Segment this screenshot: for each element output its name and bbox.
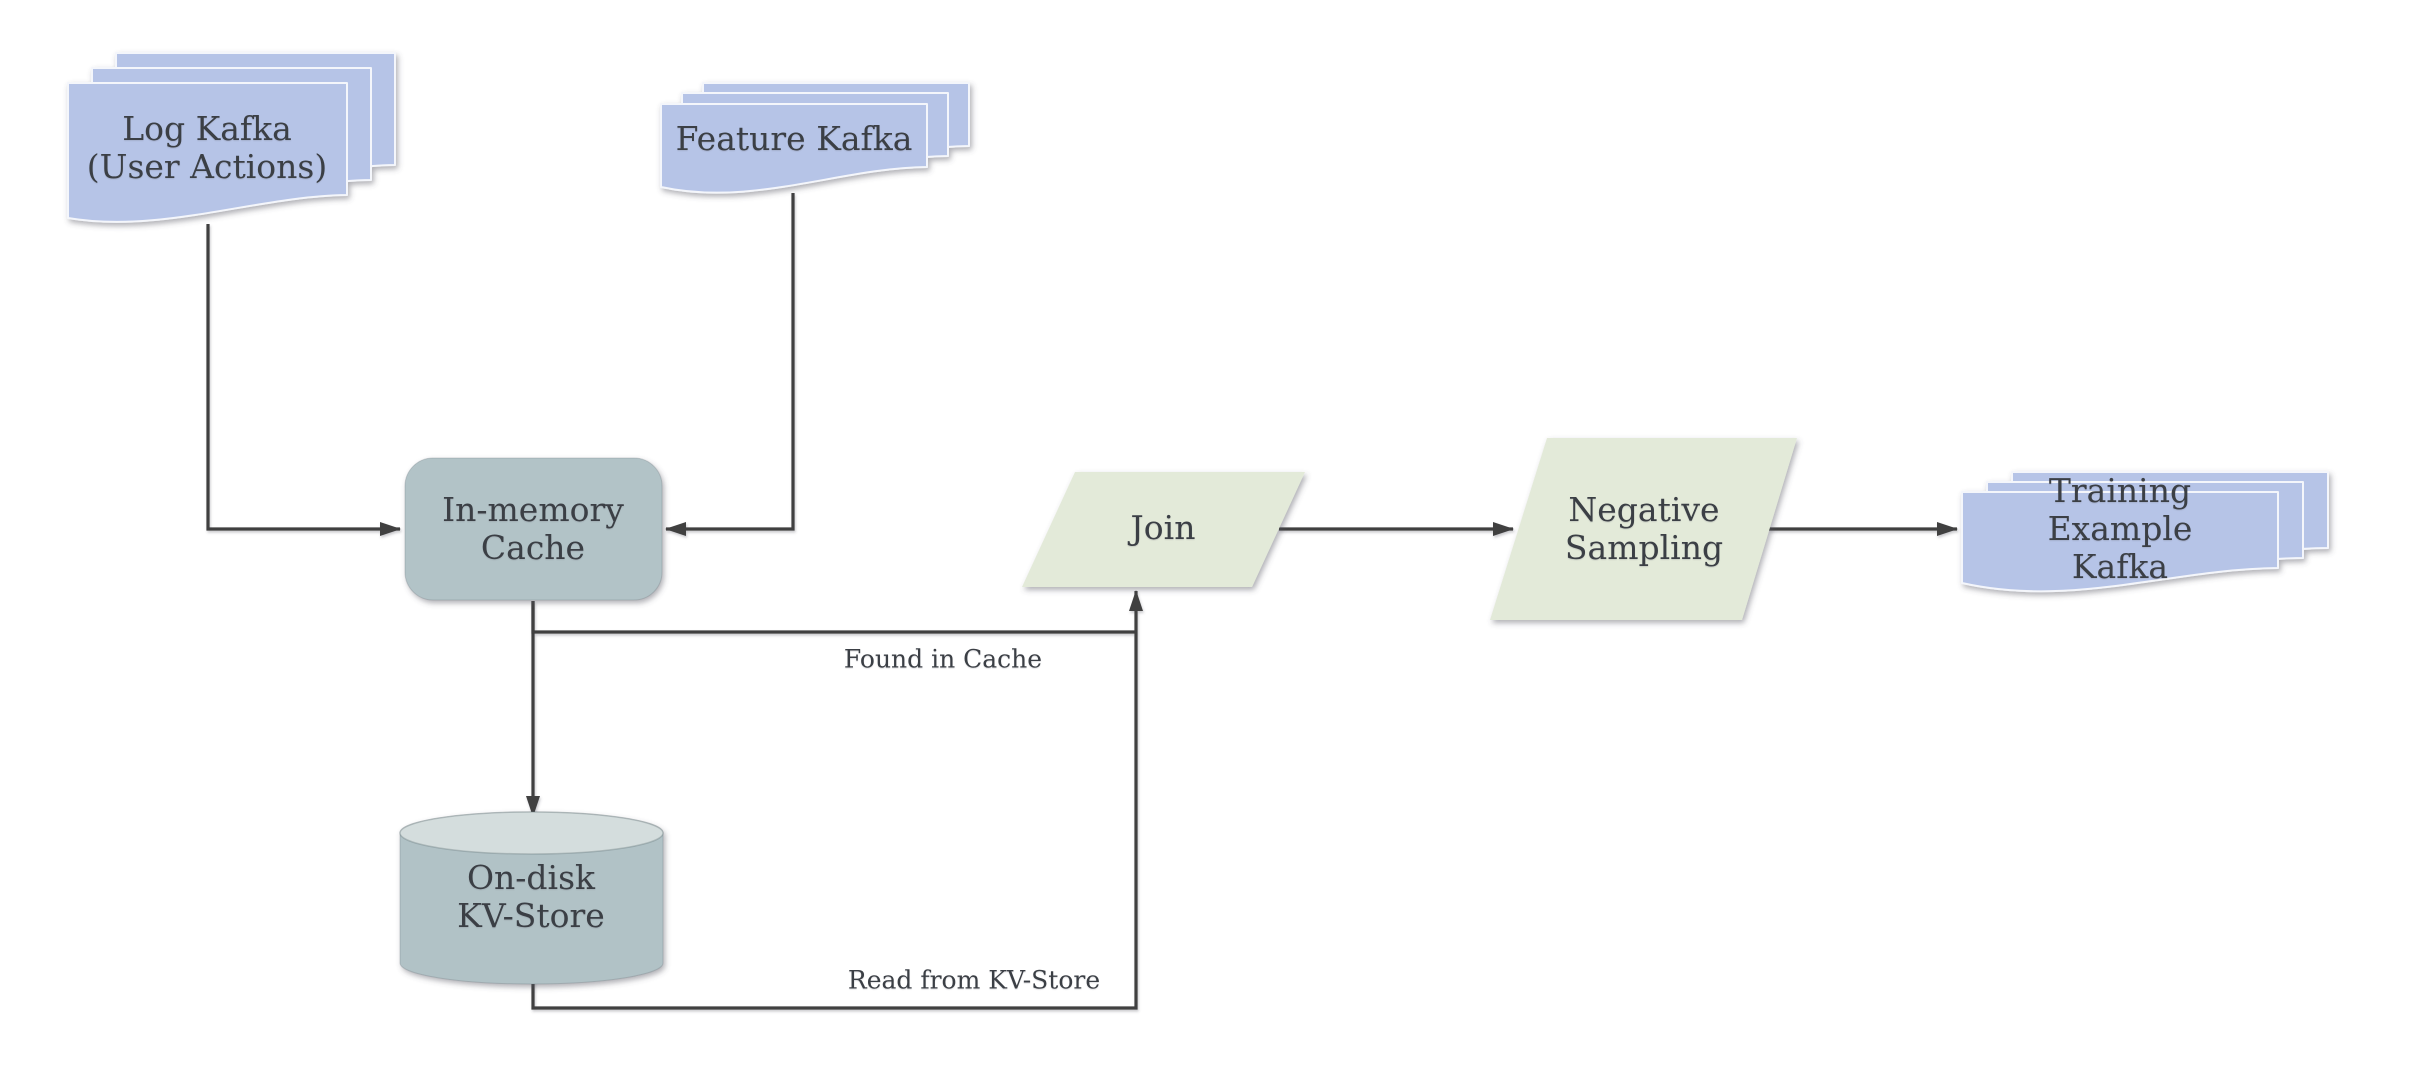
parallelogram	[1022, 472, 1305, 587]
edge-log-to-cache	[206, 224, 401, 536]
edge-cache-to-join-found-in-cache	[531, 601, 1136, 634]
rounded-rectangle	[404, 457, 663, 601]
edge-feature-to-cache	[665, 193, 795, 536]
node-feature-kafka-label: Feature Kafka	[675, 119, 913, 159]
node-on-disk-kv-store-label: On-disk KV-Store	[457, 858, 605, 935]
edge-layer	[206, 193, 1958, 1010]
document-sheet-front	[660, 103, 928, 194]
node-in-memory-cache-shape	[404, 457, 663, 601]
node-feature-kafka-shape	[660, 82, 970, 194]
node-join-label: Join	[1130, 508, 1196, 548]
edge-kv-to-join-read-from-kv-store	[531, 590, 1143, 1010]
document-sheet-front	[1961, 491, 2279, 593]
document-sheet-front	[67, 82, 348, 223]
edge-label-found-in-cache: Found in Cache	[843, 644, 1043, 674]
node-log-kafka-shape	[67, 52, 396, 223]
node-log-kafka-label: Log Kafka (User Actions)	[86, 109, 328, 186]
edge-label-read-from-kv-store: Read from KV-Store	[847, 965, 1101, 995]
parallelogram	[1490, 438, 1797, 620]
cylinder-top	[399, 811, 664, 855]
node-join-shape	[1022, 472, 1305, 587]
node-on-disk-kv-store-shape	[399, 811, 664, 985]
node-training-example-kafka-shape	[1961, 471, 2329, 593]
node-negative-sampling-shape	[1490, 438, 1797, 620]
node-training-example-kafka-label: Training Example Kafka	[2047, 471, 2193, 586]
node-in-memory-cache-label: In-memory Cache	[442, 490, 624, 567]
node-negative-sampling-label: Negative Sampling	[1564, 490, 1724, 567]
